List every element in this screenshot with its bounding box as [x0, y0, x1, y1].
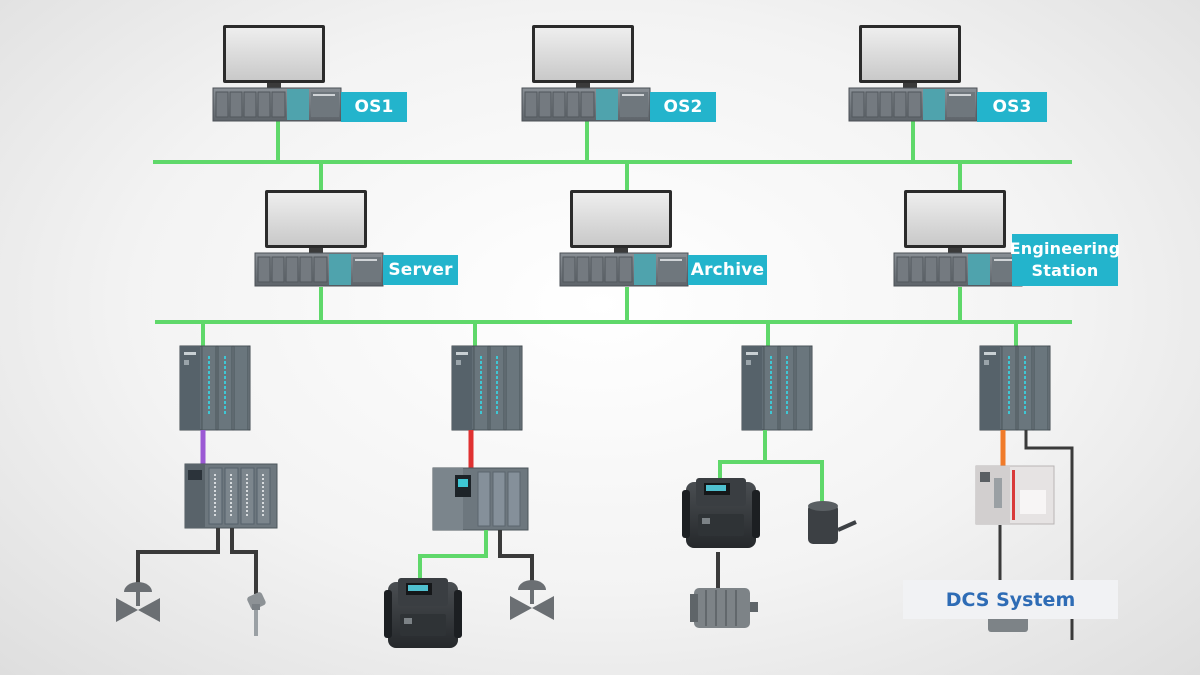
frequency-drive-2 — [682, 478, 760, 548]
cable-io2 — [418, 530, 534, 584]
io-station-2 — [432, 467, 529, 531]
cable-io1 — [136, 528, 258, 594]
label-os2: OS2 — [650, 92, 716, 122]
server-workstation — [254, 189, 384, 287]
label-engineering-station: Engineering Station — [1010, 234, 1120, 286]
controller-2 — [451, 345, 523, 431]
label-archive: Archive — [688, 255, 767, 285]
frequency-drive-1 — [384, 578, 462, 648]
label-server: Server — [383, 255, 458, 285]
label-os3: OS3 — [977, 92, 1047, 122]
plant-bus — [153, 120, 1072, 190]
controller-3 — [741, 345, 813, 431]
caption-dcs-system: DCS System — [903, 580, 1118, 619]
ethercat-station — [975, 465, 1055, 525]
valve-1 — [116, 582, 160, 622]
valve-2 — [510, 580, 554, 620]
encoder — [808, 501, 857, 544]
controller-4 — [979, 345, 1051, 431]
os3-workstation — [848, 24, 978, 122]
temperature-sensor — [246, 591, 267, 636]
os1-workstation — [212, 24, 342, 122]
engineering-workstation — [893, 189, 1023, 287]
io-station-1 — [184, 463, 278, 529]
cable-col3 — [718, 430, 824, 505]
os2-workstation — [521, 24, 651, 122]
archive-workstation — [559, 189, 689, 287]
motor — [690, 588, 758, 628]
terminal-bus — [155, 287, 1072, 346]
controller-1 — [179, 345, 251, 431]
label-os1: OS1 — [341, 92, 407, 122]
